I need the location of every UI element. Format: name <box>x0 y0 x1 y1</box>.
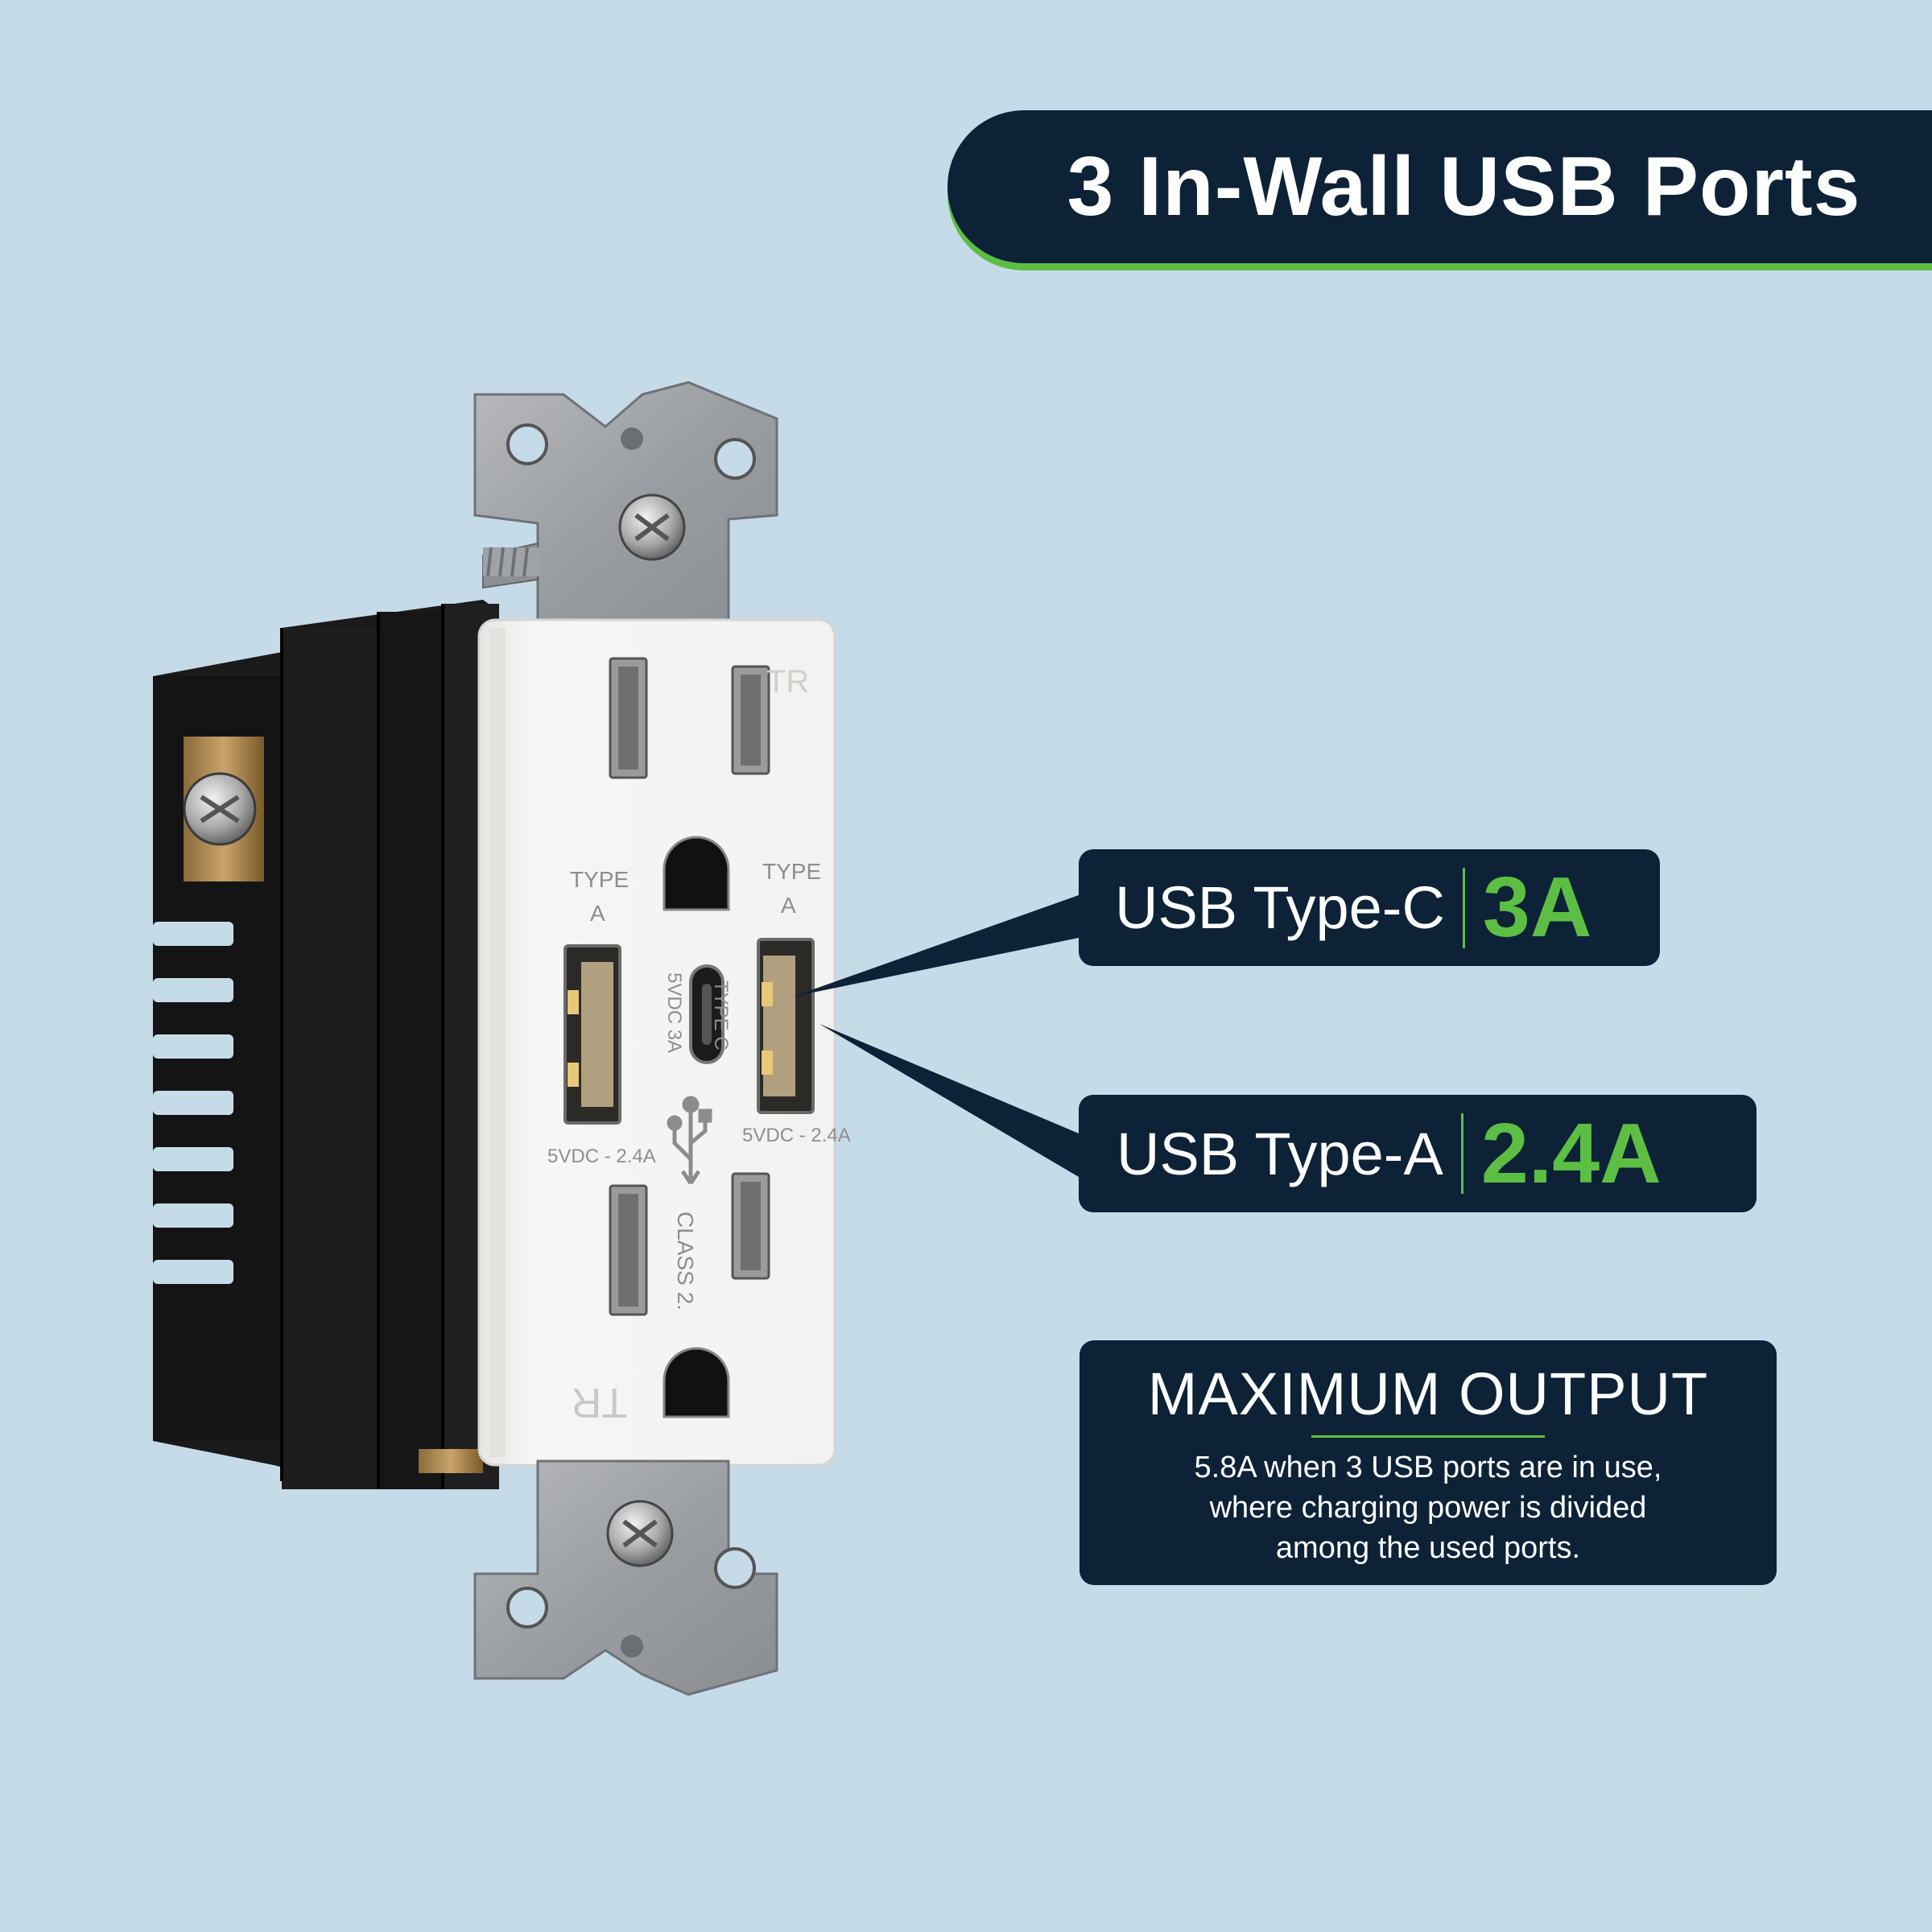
spec-divider <box>1460 1113 1463 1194</box>
bottom-receptacle <box>609 1172 770 1418</box>
usb-type-c-label: USB Type-C <box>1115 874 1445 941</box>
usb-type-a-left-port <box>564 944 621 1125</box>
maximum-output-line-3: among the used ports. <box>1275 1530 1581 1565</box>
maximum-output-line-2: where charging power is divided <box>1209 1490 1647 1525</box>
type-a-right-label-2: A <box>781 893 796 918</box>
type-a-pointer <box>819 1024 1079 1177</box>
maximum-output-rule <box>1311 1435 1545 1438</box>
maximum-output-line-1: 5.8A when 3 USB ports are in use, <box>1194 1450 1662 1484</box>
usb-type-a-spec: USB Type-A 2.4A <box>1079 1095 1757 1212</box>
usb-type-a-right-port <box>757 938 815 1114</box>
page-title: 3 In-Wall USB Ports <box>1067 139 1861 233</box>
tr-top-label: TR <box>766 664 809 700</box>
spec-divider <box>1462 867 1465 948</box>
usb-symbol-icon <box>667 1096 712 1185</box>
usb-type-c-port <box>689 964 724 1064</box>
title-banner: 3 In-Wall USB Ports <box>947 110 1932 263</box>
usb-type-c-spec: USB Type-C 3A <box>1079 849 1660 966</box>
maximum-output-box: MAXIMUM OUTPUT 5.8A when 3 USB ports are… <box>1080 1340 1777 1585</box>
maximum-output-title: MAXIMUM OUTPUT <box>1147 1360 1709 1427</box>
outlet-housing <box>153 600 499 1489</box>
type-a-left-label-2: A <box>590 901 605 926</box>
type-c-label: TYPE C <box>710 980 732 1051</box>
bottom-screw <box>606 1500 674 1567</box>
top-receptacle <box>609 657 770 911</box>
vdc-right-label: 5VDC - 2.4A <box>742 1125 851 1146</box>
type-c-vdc-label: 5VDC 3A <box>663 972 685 1053</box>
vdc-left-label: 5VDC - 2.4A <box>547 1146 656 1167</box>
type-c-pointer <box>793 895 1079 997</box>
tr-bottom-label: TR <box>572 1379 627 1426</box>
usb-type-a-label: USB Type-A <box>1117 1120 1443 1187</box>
type-a-left-label-1: TYPE <box>570 867 629 892</box>
usb-type-a-value: 2.4A <box>1480 1105 1662 1201</box>
faceplate-markings: TR TR TYPE A TYPE A 5VDC - 2.4A 5VDC - 2… <box>547 664 851 1426</box>
threaded-screw <box>483 547 539 577</box>
type-a-right-label-1: TYPE <box>762 859 821 884</box>
bottom-mounting-strap <box>473 1459 778 1696</box>
class2-label: CLASS 2. <box>673 1212 698 1311</box>
top-screw <box>618 493 686 561</box>
usb-type-c-value: 3A <box>1482 860 1592 955</box>
